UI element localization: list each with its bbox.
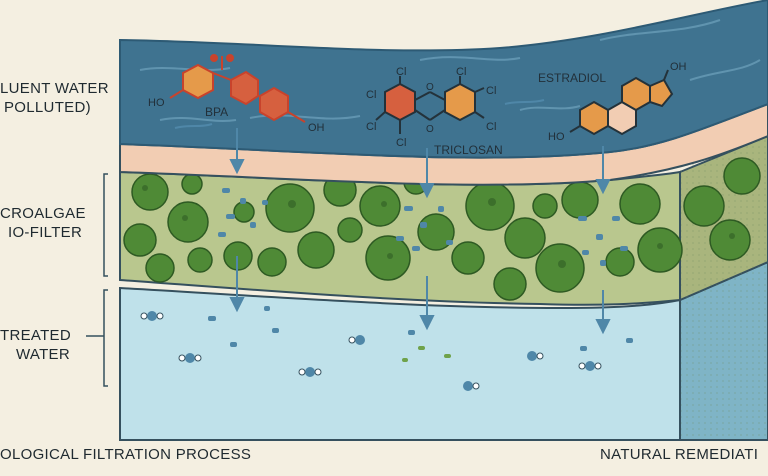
treated-label-line1: TREATED [0,327,71,344]
estradiol-molecule [569,69,674,136]
footer-left-caption: OLOGICAL FILTRATION PROCESS [0,446,252,463]
algae-cells [123,157,761,301]
triclosan-o-1: O [426,82,434,93]
bpa-molecule [169,54,306,123]
triclosan-o-2: O [426,124,434,135]
water-ripples [139,19,761,122]
effluent-label-line2: POLLUTED) [4,99,91,116]
bpa-oh-label: OH [308,122,325,134]
triclosan-molecule [375,76,485,134]
triclosan-cl-2: Cl [456,66,466,78]
triclosan-cl-7: Cl [396,137,406,149]
footer-right-caption: NATURAL REMEDIATI [600,446,759,463]
triclosan-label: TRICLOSAN [434,143,503,157]
microalgae-label-line1: CROALGAE [0,205,86,222]
estradiol-label: ESTRADIOL [538,71,606,85]
microalgae-label-line2: IO-FILTER [8,224,83,241]
treated-water-layer [119,286,681,441]
triclosan-cl-4: Cl [366,121,376,133]
effluent-label-line1: LUENT WATER [0,80,109,97]
triclosan-cl-1: Cl [396,66,406,78]
bpa-ho-label: HO [148,97,165,109]
treated-label-line2: WATER [16,346,70,363]
label-brackets [86,173,108,387]
estradiol-ho-label: HO [548,131,565,143]
pollutant-fragments [218,188,628,266]
effluent-water-label: LUENT WATER POLLUTED) [0,79,109,117]
triclosan-cl-6: Cl [486,121,496,133]
clean-water-molecules [140,306,633,391]
microalgae-label: CROALGAE IO-FILTER [0,204,86,242]
flow-arrows [174,99,611,335]
effluent-water-layer [119,0,768,159]
bpa-label: BPA [205,105,228,119]
triclosan-cl-3: Cl [366,89,376,101]
estradiol-oh-label: OH [670,61,687,73]
treated-water-label: TREATED WATER [0,326,71,364]
triclosan-cl-5: Cl [486,85,496,97]
